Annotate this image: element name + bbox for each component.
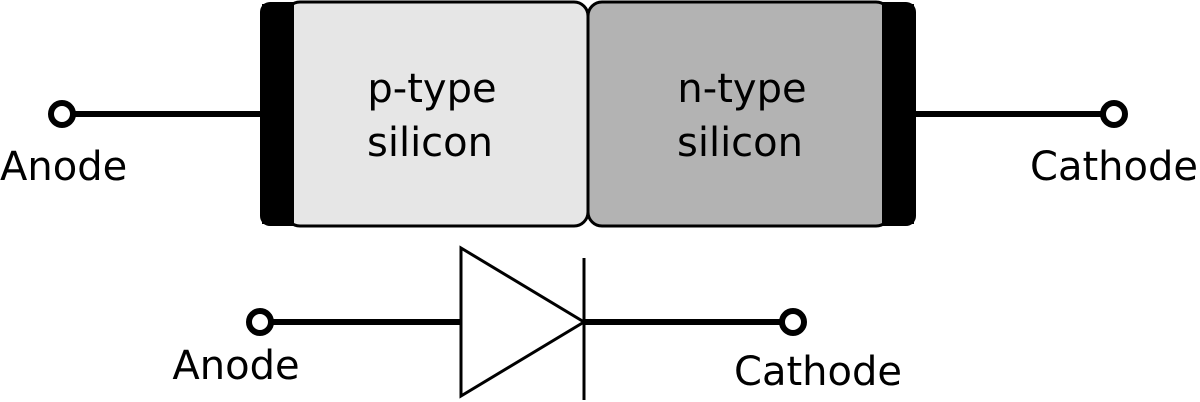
anode-terminal-symbol (246, 308, 274, 336)
cathode-label-top: Cathode (1030, 144, 1198, 190)
p-type-region (284, 0, 590, 228)
diode-triangle (459, 245, 587, 399)
n-type-region (586, 0, 892, 228)
cathode-terminal-top (1100, 100, 1128, 128)
anode-contact-band (262, 4, 294, 224)
diode-symbol: Anode Cathode (172, 245, 902, 400)
cathode-terminal-symbol (779, 308, 807, 336)
p-type-label-line2: silicon (367, 120, 493, 166)
anode-label-top: Anode (0, 144, 127, 190)
cathode-contact-band (882, 4, 914, 224)
p-type-label-line1: p-type (367, 66, 496, 112)
diode-structure: p-type silicon n-type silicon Anode Cath… (0, 0, 1198, 228)
n-type-label-line1: n-type (677, 66, 806, 112)
anode-label-symbol: Anode (172, 343, 299, 389)
anode-terminal-top (48, 100, 76, 128)
n-type-label-line2: silicon (677, 120, 803, 166)
cathode-label-symbol: Cathode (734, 349, 902, 395)
